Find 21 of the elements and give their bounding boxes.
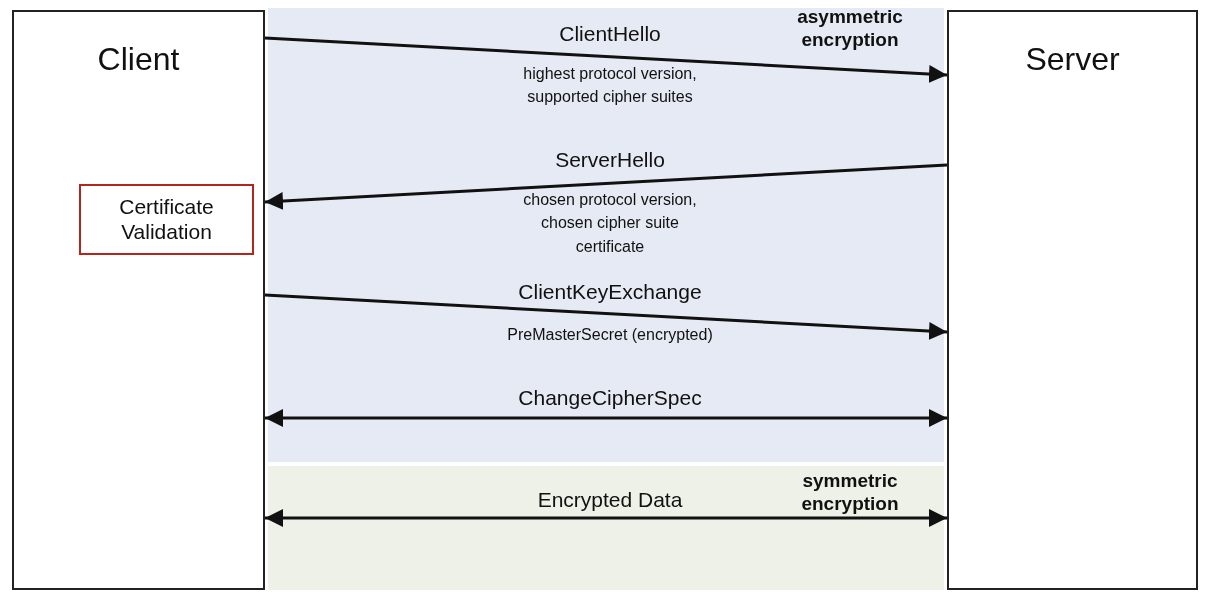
- client-panel: [12, 10, 265, 590]
- edge-label: ClientKeyExchange: [517, 280, 703, 304]
- message-note: PreMasterSecret (encrypted): [506, 325, 714, 345]
- band-label: asymmetric encryption: [796, 6, 904, 52]
- arrow: [264, 163, 948, 210]
- message-note: certificate: [574, 237, 646, 257]
- edge-label: ServerHello: [554, 148, 666, 172]
- band-label: symmetric encryption: [800, 470, 900, 516]
- server-panel: [947, 10, 1198, 590]
- message-note: highest protocol version, supported cipher suites: [522, 64, 698, 108]
- arrow: [264, 36, 948, 83]
- validation-box: [79, 184, 254, 255]
- arrow: [264, 293, 948, 340]
- box-label: Certificate Validation: [118, 194, 215, 245]
- arrow: [265, 509, 947, 527]
- edge-label: Encrypted Data: [536, 488, 684, 512]
- arrow: [265, 409, 947, 427]
- party-label: Client: [96, 40, 181, 79]
- party-label: Server: [1024, 40, 1121, 79]
- edge-label: ClientHello: [558, 22, 662, 46]
- edge-label: ChangeCipherSpec: [517, 386, 703, 410]
